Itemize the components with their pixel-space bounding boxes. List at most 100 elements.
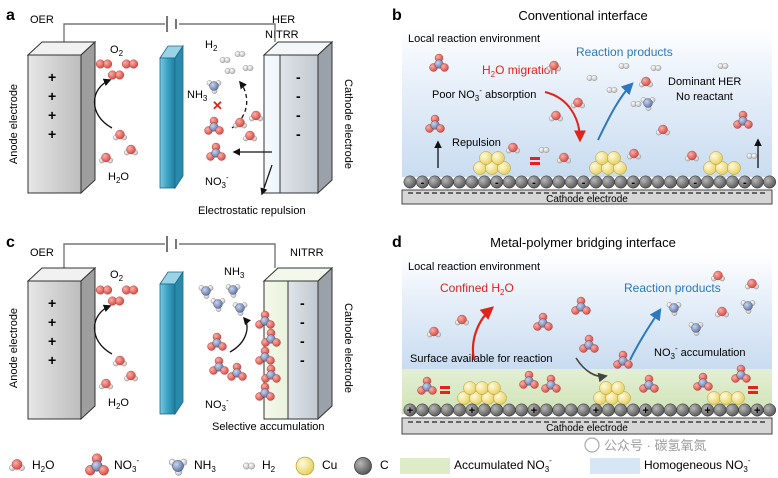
- carbon-atom: [428, 175, 442, 189]
- carbon-atom: [738, 403, 752, 417]
- plus-sign: +: [48, 107, 56, 123]
- anode-electrode: [27, 54, 82, 194]
- anode-side: [80, 40, 96, 195]
- cathode-side: [317, 266, 333, 421]
- pointer-arrow: [260, 164, 273, 196]
- carbon-atom: [440, 403, 454, 417]
- env-label: Local reaction environment: [408, 33, 540, 45]
- no-reactant-label: No reactant: [676, 91, 733, 103]
- h2o-label: H2O: [108, 171, 129, 185]
- carbon-layer: +++++++: [403, 403, 777, 417]
- anode-charges: + + + +: [48, 69, 56, 142]
- legend-homogeneous-swatch: [590, 458, 640, 474]
- nitrr-label: NITRR: [265, 29, 299, 41]
- anode-label: Anode electrode: [8, 84, 20, 164]
- blocked-cross: ✕: [212, 98, 223, 113]
- carbon-atom: [502, 175, 516, 189]
- cu-cluster: [707, 391, 745, 405]
- products-arrow: [629, 308, 662, 361]
- carbon-atom: [490, 403, 504, 417]
- carbon-atom: [589, 175, 603, 189]
- legend-no3-icon: [85, 453, 109, 476]
- no3-molecule: [207, 332, 227, 351]
- h2-label: H2: [205, 39, 218, 53]
- carbon-atom: [750, 175, 764, 189]
- membrane-side: [174, 270, 184, 416]
- h2o-molecule: [112, 355, 128, 367]
- carbon-atom: [725, 403, 739, 417]
- carbon-atom: [515, 403, 529, 417]
- nh3-label: NH3: [187, 89, 208, 103]
- carbon-atom: [601, 175, 615, 189]
- plus-sign: +: [407, 405, 413, 417]
- repulsion-label: Repulsion: [452, 137, 501, 149]
- carbon-atom: [564, 175, 578, 189]
- carbon-atom: [713, 403, 727, 417]
- legend-c-label: C: [380, 458, 389, 472]
- carbon-layer: -------: [403, 175, 777, 189]
- cathode-charges: - - - -: [296, 69, 301, 142]
- panel-title: Conventional interface: [518, 8, 647, 23]
- no3-molecule: [227, 362, 247, 381]
- minus-sign: -: [421, 177, 425, 189]
- cathode-label: Cathode electrode: [546, 423, 628, 434]
- circuit-wire: [63, 243, 276, 268]
- plus-sign: +: [48, 88, 56, 104]
- o2-label: O2: [110, 44, 124, 58]
- cathode-electrode: [401, 417, 773, 435]
- h2o-molecule: [98, 152, 114, 164]
- carbon-atom: [440, 175, 454, 189]
- nh3-molecule: [210, 298, 226, 312]
- linker: [440, 391, 450, 394]
- plus-sign: +: [48, 333, 56, 349]
- watermark-text: 公众号 · 碳氢氧氮: [604, 438, 707, 453]
- carbon-atom: [763, 403, 777, 417]
- minus-sign: -: [532, 177, 536, 189]
- carbon-atom: [713, 175, 727, 189]
- legend-h2o-icon: [9, 459, 25, 471]
- legend-accumulated-label: Accumulated NO3-: [454, 456, 552, 474]
- oer-arrow: [94, 304, 113, 355]
- legend: H2O NO3- NH3 H2 Cu C Accumulated NO3- Ho…: [9, 453, 751, 476]
- selective-caption: Selective accumulation: [212, 421, 325, 433]
- membrane: [159, 57, 176, 189]
- minus-sign: -: [693, 177, 697, 189]
- nh3-label: NH3: [224, 266, 245, 280]
- h2o-molecule: [123, 144, 139, 156]
- linker: [748, 391, 758, 394]
- plus-sign: +: [48, 352, 56, 368]
- no3-molecule: [209, 356, 229, 375]
- carbon-atom: [477, 403, 491, 417]
- plus-sign: +: [469, 405, 475, 417]
- minus-sign: -: [296, 69, 301, 85]
- legend-nh3-label: NH3: [194, 458, 216, 474]
- cathode-charges: - - - -: [300, 295, 305, 368]
- carbon-atom: [651, 175, 665, 189]
- plus-sign: +: [48, 295, 56, 311]
- minus-sign: -: [296, 107, 301, 123]
- panel-letter: b: [392, 7, 402, 24]
- carbon-atom: [614, 403, 628, 417]
- o2-molecule: [121, 59, 139, 69]
- h2-molecule: [219, 57, 231, 63]
- carbon-atom: [688, 403, 702, 417]
- legend-homogeneous-label: Homogeneous NO3-: [644, 456, 751, 474]
- o2-label: O2: [110, 269, 124, 283]
- carbon-atom: [676, 175, 690, 189]
- carbon-atom: [601, 403, 615, 417]
- linker: [530, 157, 540, 160]
- confined-h2o-label: Confined H2O: [440, 281, 514, 297]
- no3-label: NO3-: [205, 396, 229, 413]
- plus-sign: +: [531, 405, 537, 417]
- panel-letter: a: [6, 7, 15, 24]
- carbon-atom: [701, 175, 715, 189]
- oer-arrow: [94, 78, 113, 129]
- minus-sign: -: [300, 352, 305, 368]
- wechat-icon: [584, 437, 600, 453]
- o2-molecule: [121, 285, 139, 295]
- h2-molecule: [234, 51, 246, 57]
- linker: [748, 386, 758, 389]
- carbon-atom: [577, 403, 591, 417]
- cathode-label: Cathode electrode: [342, 79, 354, 169]
- carbon-atom: [453, 175, 467, 189]
